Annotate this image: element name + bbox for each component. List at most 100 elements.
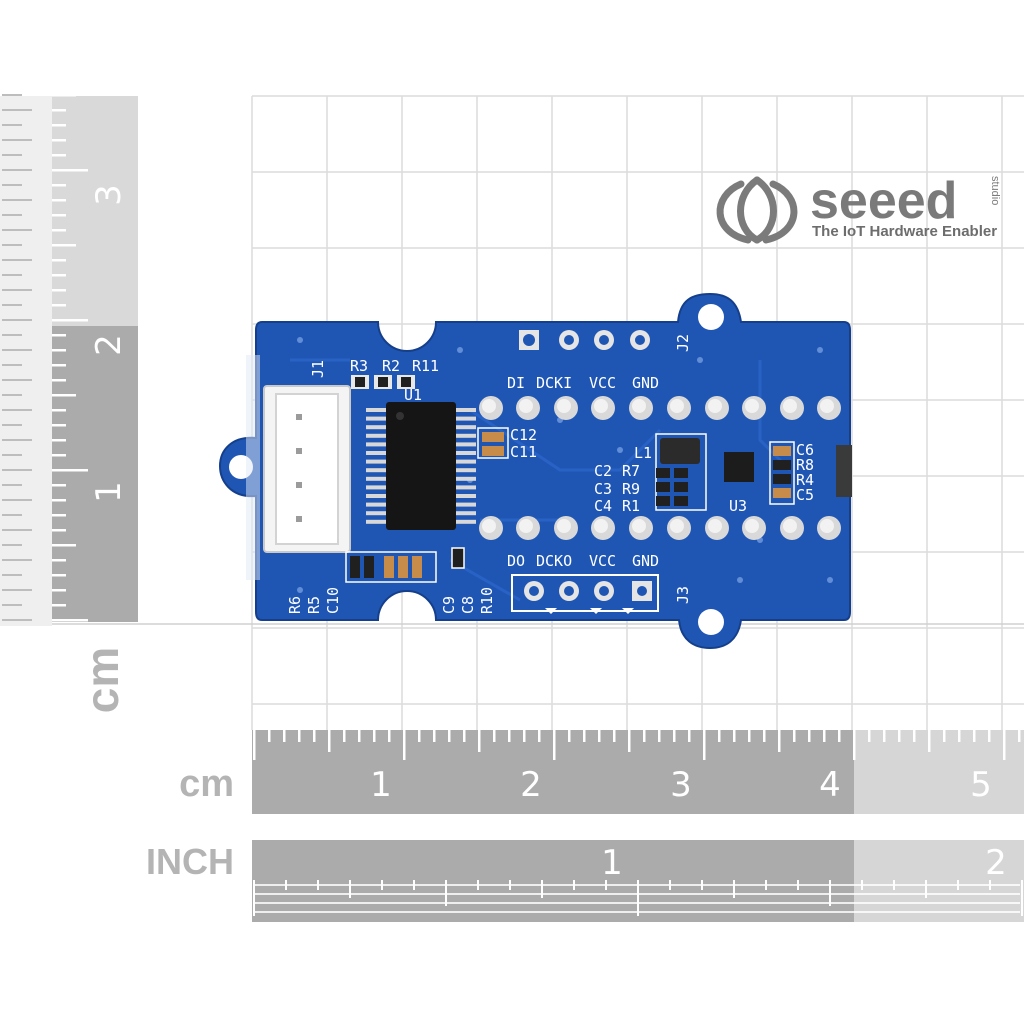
cm-tick-label: 4 — [819, 765, 841, 805]
edge-notch — [836, 445, 852, 497]
j1-grove-connector — [263, 385, 351, 553]
ruler-tick — [2, 349, 32, 351]
ruler-tick — [52, 454, 66, 457]
ruler-tick — [52, 94, 76, 97]
horizontal-inch-ruler: INCH 1 2 — [146, 840, 1024, 922]
component-label: C5 — [796, 486, 814, 504]
ruler-tick — [718, 730, 721, 742]
ruler-tick — [52, 274, 66, 277]
ic-pin — [452, 425, 476, 430]
ruler-tick — [2, 319, 32, 321]
pin-label: DI — [507, 374, 525, 392]
component-label: R1 — [622, 497, 640, 515]
solder-pad — [594, 519, 608, 533]
ruler-tick — [598, 730, 601, 742]
ruler-tick — [418, 730, 421, 742]
ic-pin — [366, 468, 390, 473]
ruler-tick — [2, 109, 32, 111]
ruler-tick — [928, 730, 931, 752]
ruler-tick — [2, 409, 32, 411]
inch-tick-label: 2 — [985, 843, 1007, 883]
solder-pad — [557, 519, 571, 533]
solder-pad — [519, 399, 533, 413]
pin-label: GND — [632, 552, 659, 570]
ruler-tick — [913, 730, 916, 742]
solder-pad — [820, 399, 834, 413]
ruler-tick — [313, 730, 316, 742]
component-label: C9 — [440, 596, 458, 614]
connector-label: J1 — [309, 360, 327, 378]
cm-tick-label: 5 — [970, 765, 992, 805]
ruler-tick — [52, 529, 66, 532]
ruler-tick — [958, 730, 961, 742]
ruler-tick — [853, 730, 856, 760]
solder-pad — [783, 519, 797, 533]
component-label: U3 — [729, 497, 747, 515]
ruler-tick — [2, 544, 22, 546]
ic-pin — [366, 459, 390, 464]
ruler-tick — [1018, 730, 1021, 742]
ruler-tick — [2, 469, 32, 471]
ruler-tick — [2, 559, 32, 561]
ruler-tick — [2, 514, 22, 516]
ruler-tick — [52, 514, 66, 517]
ic-pin — [366, 416, 390, 421]
ruler-tick — [2, 139, 32, 141]
ruler-tick — [52, 109, 66, 112]
ruler-tick — [1003, 730, 1006, 760]
via — [617, 447, 623, 453]
component-label: R4 — [796, 471, 814, 489]
via — [297, 337, 303, 343]
solder-pad — [708, 399, 722, 413]
ruler-tick — [823, 730, 826, 742]
ruler-tick — [52, 394, 76, 397]
brand-tagline: The IoT Hardware Enabler — [812, 223, 997, 240]
ruler-tick — [2, 499, 32, 501]
solder-pad — [745, 399, 759, 413]
component-label: R2 — [382, 357, 400, 375]
ruler-tick — [52, 199, 66, 202]
ruler-tick — [52, 154, 66, 157]
ruler-tick — [2, 169, 32, 171]
ic-pin — [366, 433, 390, 438]
via — [817, 347, 823, 353]
ruler-tick — [763, 730, 766, 742]
ruler-tick — [253, 730, 256, 760]
inch-unit-label: INCH — [146, 841, 234, 882]
ruler-tick — [2, 424, 22, 426]
ruler-tick — [808, 730, 811, 742]
component-label: C3 — [594, 480, 612, 498]
solder-pad — [482, 519, 496, 533]
ruler-tick — [2, 124, 22, 126]
component-label: R7 — [622, 462, 640, 480]
ic-pin — [452, 476, 476, 481]
ruler-tick — [838, 730, 841, 742]
ruler-tick — [637, 880, 639, 916]
ic-pin — [366, 502, 390, 507]
ruler-tick — [52, 304, 66, 307]
component-label: R10 — [478, 587, 496, 614]
ruler-tick — [52, 319, 88, 322]
ruler-tick — [52, 349, 66, 352]
pin-label: VCC — [589, 552, 616, 570]
solder-pad — [482, 399, 496, 413]
via — [457, 347, 463, 353]
ruler-tick — [2, 154, 22, 156]
header-pads — [479, 396, 841, 540]
ruler-tick — [358, 730, 361, 742]
via — [737, 577, 743, 583]
ruler-tick — [52, 574, 66, 577]
ruler-tick — [2, 334, 22, 336]
ic-pin — [452, 433, 476, 438]
solder-pad — [632, 519, 646, 533]
ruler-tick — [2, 454, 22, 456]
component-label: C11 — [510, 443, 537, 461]
ruler-tick — [778, 730, 781, 752]
ruler-tick — [2, 304, 22, 306]
ruler-tick — [688, 730, 691, 742]
via — [297, 587, 303, 593]
ruler-tick — [868, 730, 871, 742]
solder-pad — [594, 399, 608, 413]
ruler-tick — [52, 424, 66, 427]
